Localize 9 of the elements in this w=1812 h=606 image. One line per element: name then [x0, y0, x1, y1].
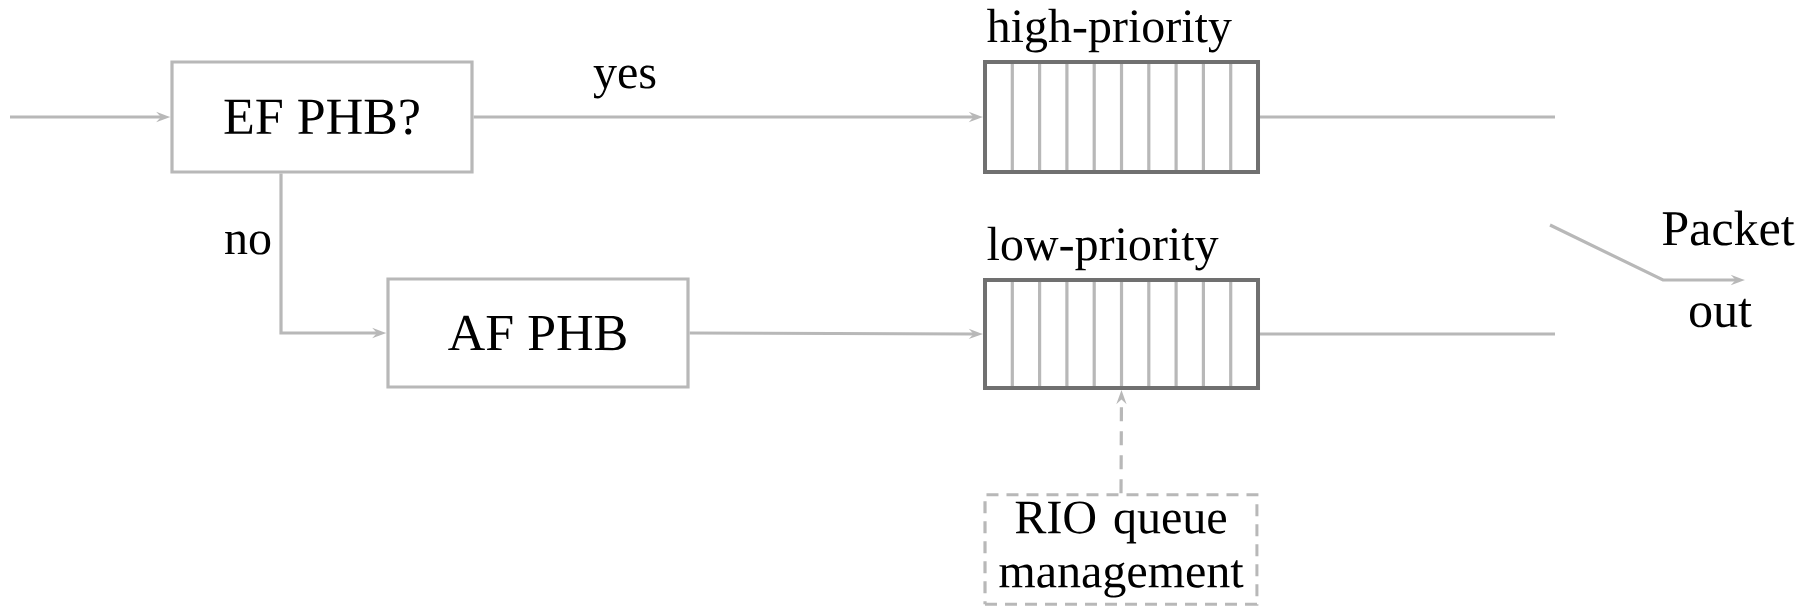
switch-label: out [1690, 298, 1752, 328]
edge-label: no [220, 227, 276, 259]
process-box: RIO queue management [983, 493, 1259, 606]
queue-label: low-priority [987, 226, 1219, 271]
switch-label: Packet [1662, 210, 1795, 246]
queue-label: high-priority [987, 8, 1232, 53]
edge-label: yes [589, 61, 661, 103]
process-box: AF PHB [386, 277, 690, 389]
process-box: EF PHB? [170, 60, 474, 174]
